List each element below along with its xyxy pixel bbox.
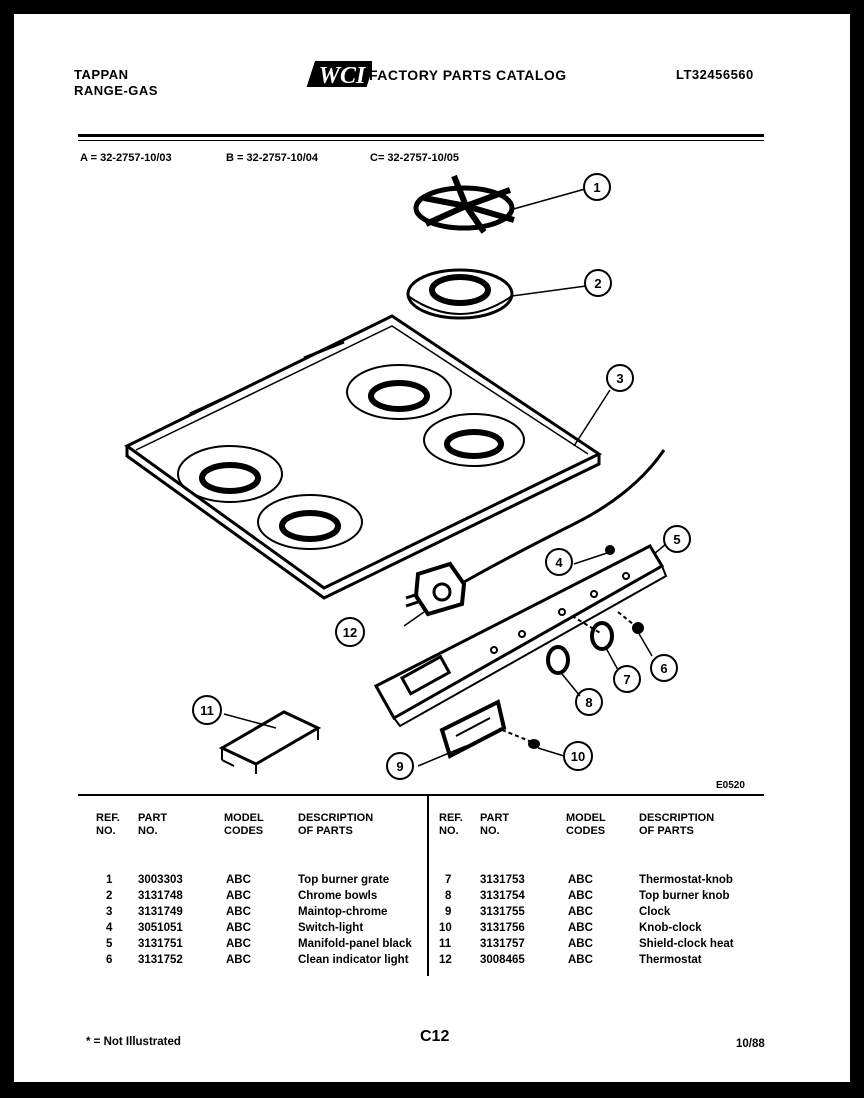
brand-name: TAPPAN (74, 67, 129, 82)
model-number: LT32456560 (676, 67, 754, 82)
callout-9: 9 (396, 759, 403, 774)
shield-clock-heat (218, 710, 322, 774)
not-illustrated-note: * = Not Illustrated (86, 1036, 181, 1048)
callout-1: 1 (593, 180, 600, 195)
thermostat-body (405, 561, 467, 617)
wci-logo: WCI (306, 58, 376, 95)
callout-5: 5 (673, 532, 680, 547)
model-code-b: B = 32-2757-10/04 (226, 152, 319, 164)
callout-7: 7 (623, 672, 630, 687)
clock-unit (439, 699, 540, 759)
leader-lines (223, 188, 667, 767)
chrome-bowl (406, 268, 514, 320)
callout-circles (192, 173, 691, 780)
diagram-code: E0520 (716, 780, 745, 791)
catalog-date: 10/88 (736, 1038, 765, 1050)
header-ref-left: REF.NO. (96, 812, 120, 837)
callout-10: 10 (571, 749, 585, 764)
thermostat-capillary-tube (463, 449, 666, 584)
brand-block: TAPPAN RANGE-GAS (74, 67, 158, 99)
product-type: RANGE-GAS (74, 83, 158, 98)
manifold-panel (373, 544, 668, 728)
exploded-parts-diagram: 1 2 3 4 5 6 7 8 9 10 11 12 (124, 173, 691, 780)
table-divider (427, 796, 429, 976)
table-top-rule (78, 794, 764, 796)
knobs-group (546, 611, 644, 675)
catalog-title: FACTORY PARTS CATALOG (369, 67, 567, 83)
callout-8: 8 (585, 695, 592, 710)
top-burner-grate (413, 174, 515, 234)
callout-6: 6 (660, 661, 667, 676)
model-code-a: A = 32-2757-10/03 (80, 152, 172, 164)
callout-12: 12 (343, 625, 357, 640)
maintop-chrome (124, 314, 603, 600)
model-code-c: C= 32-2757-10/05 (370, 152, 459, 164)
header-rule-thin (78, 140, 764, 141)
header-ref-right: REF.NO. (439, 812, 463, 837)
callout-2: 2 (594, 276, 601, 291)
callout-11: 11 (200, 703, 214, 718)
callout-3: 3 (616, 371, 623, 386)
wci-logo-mark: WCI (306, 61, 376, 89)
header-rule (78, 134, 764, 137)
svg-text:WCI: WCI (319, 63, 367, 89)
page-code: C12 (420, 1028, 450, 1045)
parts-catalog-page: TAPPAN RANGE-GAS WCI FACTORY PARTS CATAL… (14, 14, 850, 1082)
callout-4: 4 (555, 555, 563, 570)
